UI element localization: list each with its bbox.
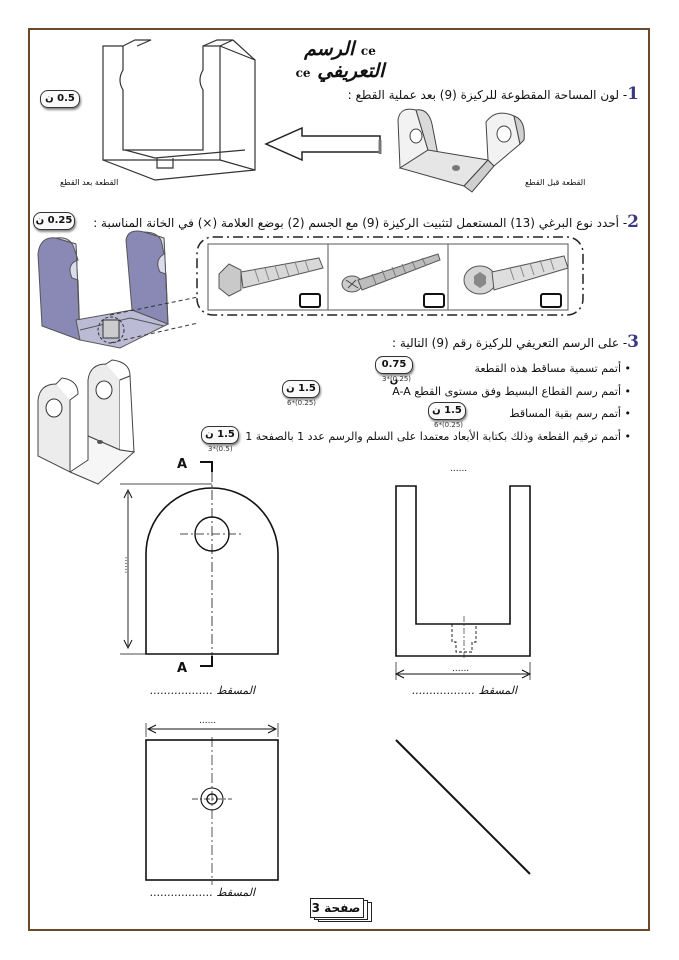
- dim-topview-placeholder: ......: [199, 716, 217, 726]
- task2-points-detail: 6*(0.25): [287, 399, 317, 407]
- task2-points-badge: 1.5 ن: [282, 380, 320, 398]
- task3-points-detail: 6*(0.25): [434, 421, 464, 429]
- top-view-label: المسقط ..................: [150, 886, 256, 899]
- q3-part-3d: [37, 359, 136, 485]
- top-view-drawing: [145, 723, 279, 885]
- construction-line-45: [395, 739, 531, 875]
- q1-caption-after: القطعة بعد القطع: [60, 178, 119, 187]
- q1-text: 1- لون المساحة المقطوعة للركيزة (9) بعد …: [347, 84, 639, 104]
- front-view-label: المسقط ..................: [150, 684, 256, 697]
- task3-points-badge: 1.5 ن: [428, 402, 466, 420]
- task1-points-detail: 3*(0.25): [382, 375, 412, 383]
- title-ornament-right: ce: [360, 44, 376, 58]
- arrow-icon: [264, 126, 382, 162]
- zoom-connector-lines: [109, 296, 199, 344]
- q3-text: 3- على الرسم التعريفي للركيزة رقم (9) ال…: [392, 332, 639, 352]
- q1-points-badge: 0.5 ن: [40, 90, 80, 108]
- checkbox-countersunk-screw[interactable]: [423, 293, 445, 308]
- checkbox-bolt[interactable]: [299, 293, 321, 308]
- section-label-top: A: [177, 457, 188, 472]
- q2-number: 2: [627, 212, 639, 232]
- q3-number: 3: [627, 332, 639, 352]
- q1-part-before-cut: [397, 108, 525, 193]
- page-sheet-front: [310, 898, 364, 918]
- list-item: • أتمم رسم القطاع البسيط وفق مستوى القطع…: [392, 385, 631, 398]
- front-view-drawing: [120, 461, 279, 667]
- section-label-bottom: A: [177, 661, 188, 676]
- countersunk-screw-icon[interactable]: [338, 250, 448, 296]
- page-number: صفحة 3: [310, 898, 372, 922]
- checkbox-socket-screw[interactable]: [540, 293, 562, 308]
- dim-width-placeholder: ......: [452, 664, 470, 674]
- q1-caption-before: القطعة قبل القطع: [525, 178, 586, 187]
- q2-part-3d: [37, 230, 170, 349]
- list-item: • أتمم تسمية مساقط هذه القطعة: [474, 362, 631, 375]
- page-number-label: صفحة 3: [311, 901, 361, 915]
- q3-task-list: • أتمم تسمية مساقط هذه القطعة • أتمم رسم…: [211, 360, 631, 450]
- task1-points-badge: 0.75 ن: [375, 356, 413, 386]
- side-view-label: المسقط ..................: [412, 684, 518, 697]
- task4-points-badge: 1.5 ن: [201, 426, 239, 444]
- hex-bolt-icon[interactable]: [215, 250, 327, 297]
- q1-number: 1: [627, 84, 639, 104]
- q2-points-badge: 0.25 ن: [33, 212, 75, 230]
- dim-top-placeholder: ......: [450, 464, 468, 474]
- list-item: • أتمم رسم بقية المساقط: [509, 407, 631, 420]
- dim-height-placeholder: ......: [119, 556, 130, 574]
- list-item: • أتمم ترقيم القطعة وذلك بكتابة الأبعاد …: [245, 430, 631, 443]
- side-view-drawing: [394, 485, 532, 680]
- page-title: ce الرسم التعريفي ce: [295, 38, 385, 82]
- task4-points-detail: 3*(0.5): [208, 445, 233, 453]
- q1-part-after-cut: [102, 39, 256, 181]
- socket-screw-icon[interactable]: [460, 250, 572, 296]
- title-ornament-left: ce: [295, 66, 311, 80]
- q2-text: 2- أحدد نوع البرغي (13) المستعمل لتثبيت …: [93, 212, 639, 232]
- page-frame: [28, 28, 650, 931]
